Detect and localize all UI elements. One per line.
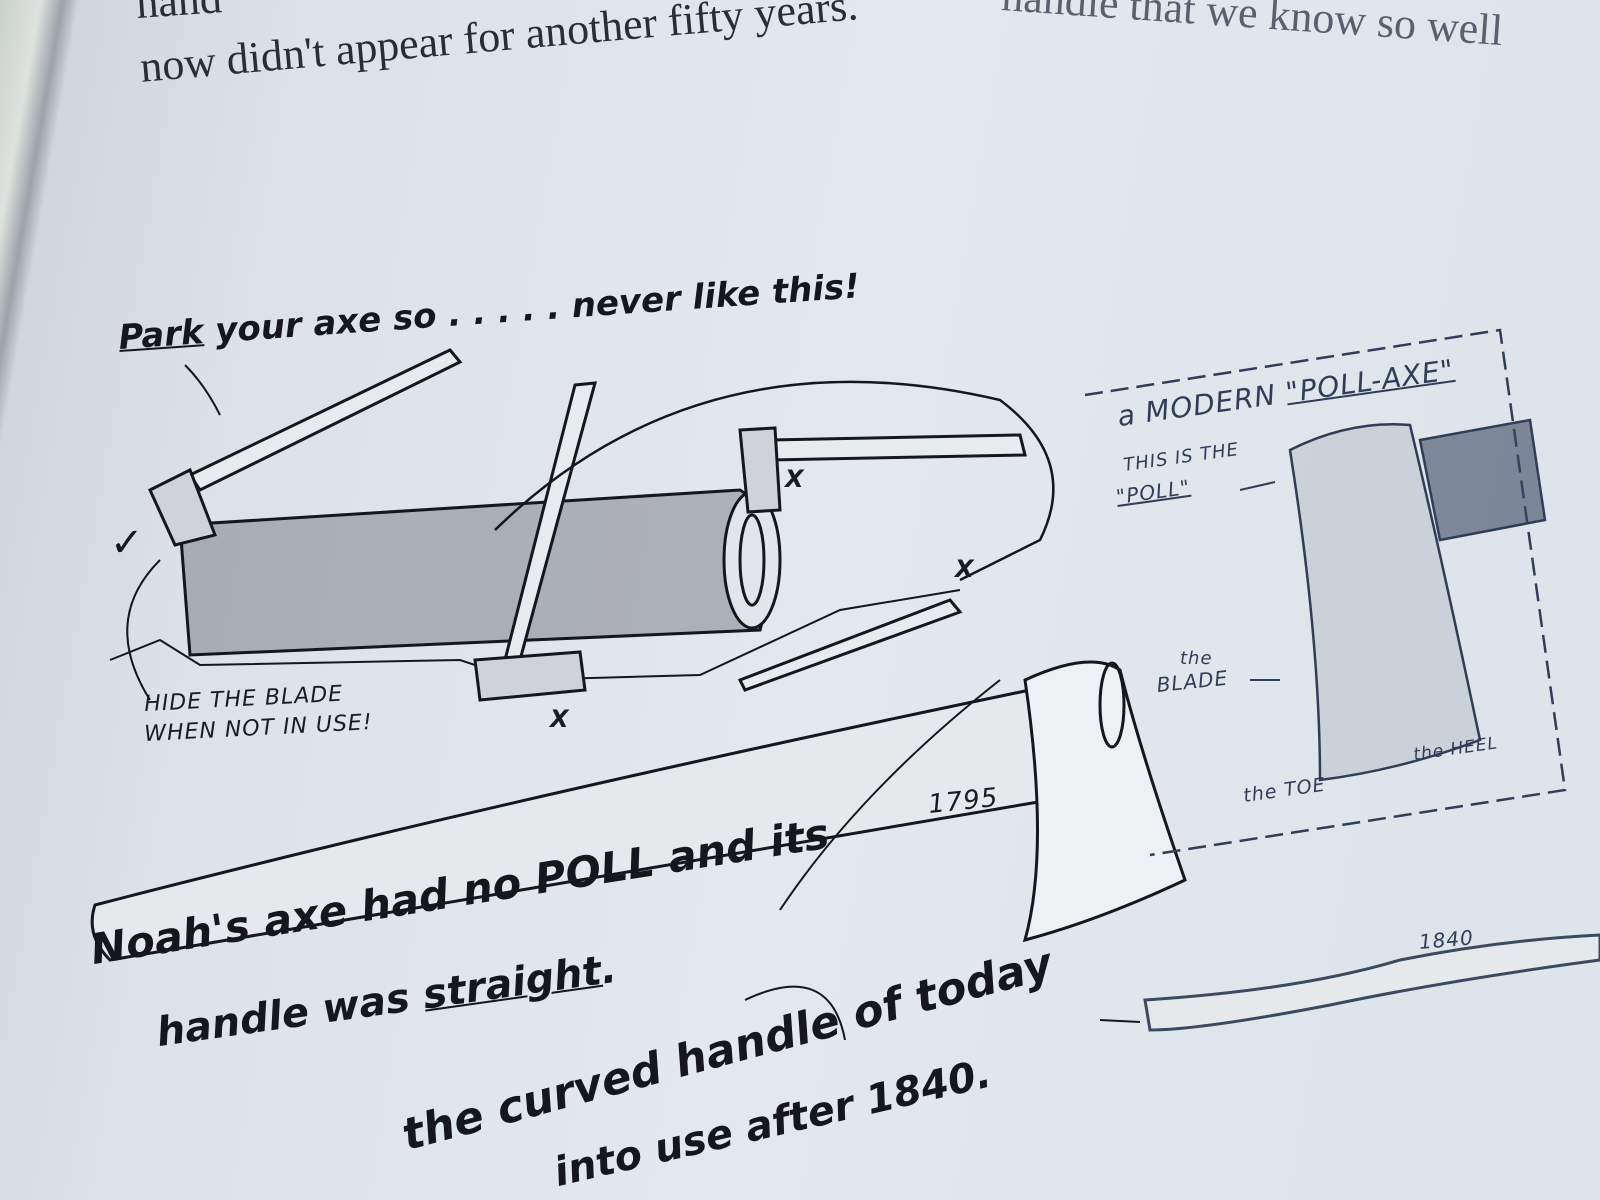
modern-axe-handle (1418, 418, 1547, 542)
noah-axe-head (1022, 660, 1187, 943)
log-axe-head (738, 426, 782, 514)
parked-axe-handle (187, 348, 463, 492)
standing-axe-head (473, 650, 587, 702)
year-1840: 1840 (1417, 925, 1475, 954)
modern-axe-head (1288, 423, 1482, 782)
x-mark-2: X (955, 555, 975, 583)
parked-axe-head (148, 467, 218, 547)
x-mark-3: X (550, 705, 570, 733)
noah-axe-handle (90, 688, 1052, 962)
log-axe-handle (768, 433, 1027, 462)
blade-label-1: the (1180, 648, 1213, 669)
check-mark: ✓ (110, 520, 144, 566)
log (178, 488, 773, 657)
curved-handle-1840 (1143, 933, 1600, 1032)
x-mark-1: X (785, 465, 805, 493)
fallen-axe (737, 598, 963, 692)
modern-axe-box (1084, 328, 1567, 857)
